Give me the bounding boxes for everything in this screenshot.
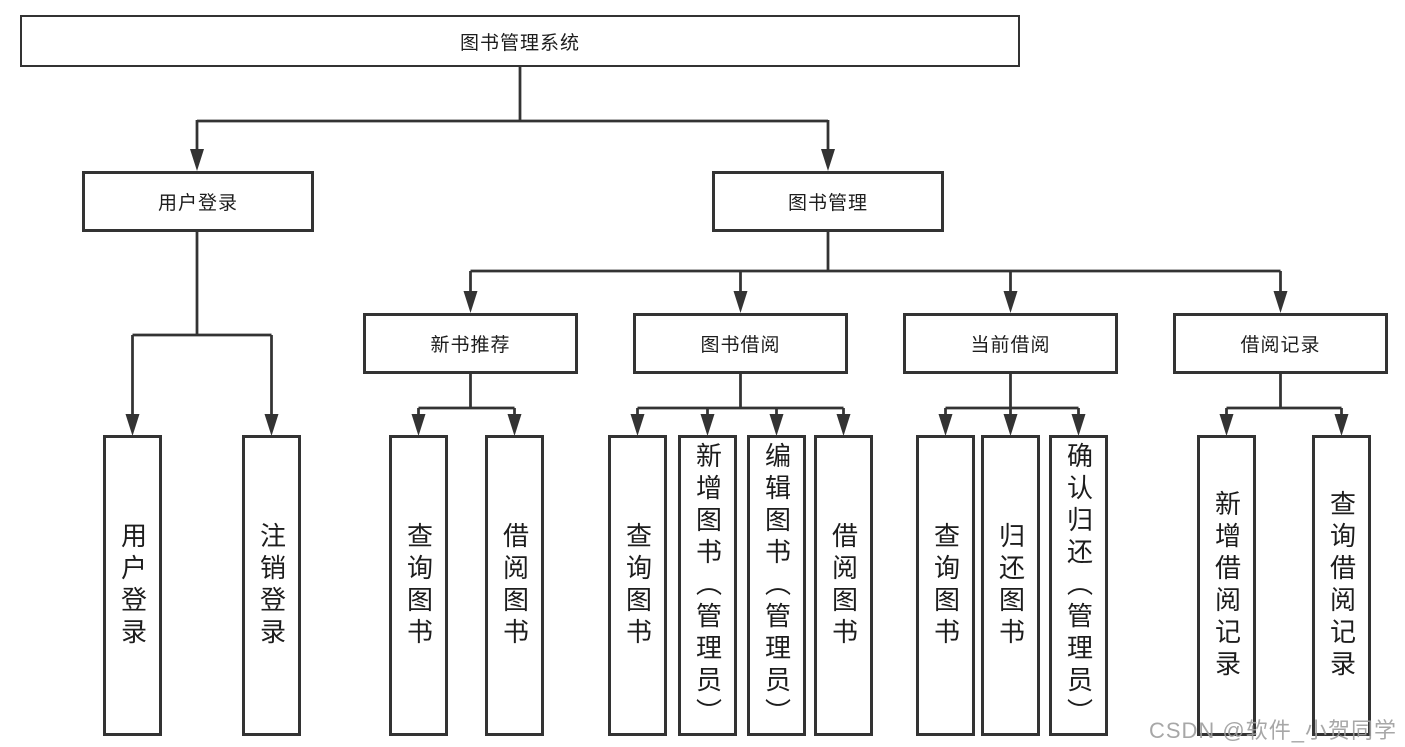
leaf-edit-book-admin: 编辑图书（管理员）	[747, 435, 806, 736]
leaf-query-books-current: 查询图书	[916, 435, 975, 736]
node-root: 图书管理系统	[20, 15, 1020, 67]
node-new-book-recommend: 新书推荐	[363, 313, 578, 374]
node-borrow-record: 借阅记录	[1173, 313, 1388, 374]
leaf-return-book: 归还图书	[981, 435, 1040, 736]
node-book-borrow: 图书借阅	[633, 313, 848, 374]
leaf-add-borrow-record: 新增借阅记录	[1197, 435, 1256, 736]
leaf-borrow-books-recommend: 借阅图书	[485, 435, 544, 736]
tree-connector-path	[131, 67, 1343, 415]
leaf-add-book-admin: 新增图书（管理员）	[678, 435, 737, 736]
leaf-confirm-return-admin: 确认归还（管理员）	[1049, 435, 1108, 736]
node-current-borrow: 当前借阅	[903, 313, 1118, 374]
leaf-logout: 注销登录	[242, 435, 301, 736]
leaf-query-books-borrow: 查询图书	[608, 435, 667, 736]
leaf-user-login: 用户登录	[103, 435, 162, 736]
leaf-query-borrow-record: 查询借阅记录	[1312, 435, 1371, 736]
node-user-login: 用户登录	[82, 171, 314, 232]
leaf-borrow-books: 借阅图书	[814, 435, 873, 736]
node-book-management: 图书管理	[712, 171, 944, 232]
leaf-query-books-recommend: 查询图书	[389, 435, 448, 736]
watermark: CSDN @软件_小贺同学	[1148, 718, 1397, 743]
arrowheads	[125, 149, 1349, 436]
